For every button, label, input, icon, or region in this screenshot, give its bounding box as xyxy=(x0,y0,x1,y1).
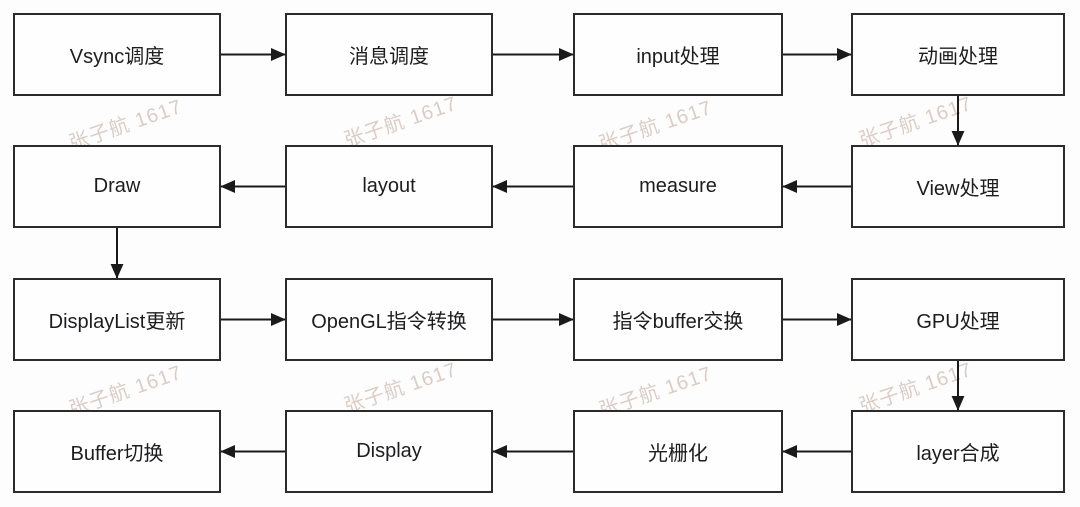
flow-node-display: Display xyxy=(285,410,493,493)
flow-node-cmdbuffer: 指令buffer交换 xyxy=(573,278,783,361)
flow-node-draw: Draw xyxy=(13,145,221,228)
flow-node-layout: layout xyxy=(285,145,493,228)
flow-node-raster: 光栅化 xyxy=(573,410,783,493)
flow-node-displaylist: DisplayList更新 xyxy=(13,278,221,361)
flow-node-input: input处理 xyxy=(573,13,783,96)
flow-node-vsync: Vsync调度 xyxy=(13,13,221,96)
flow-node-msg: 消息调度 xyxy=(285,13,493,96)
flow-node-anim: 动画处理 xyxy=(851,13,1065,96)
flow-node-gpu: GPU处理 xyxy=(851,278,1065,361)
flow-node-measure: measure xyxy=(573,145,783,228)
flow-node-layer: layer合成 xyxy=(851,410,1065,493)
flow-node-bufferswitch: Buffer切换 xyxy=(13,410,221,493)
flow-node-opengl: OpenGL指令转换 xyxy=(285,278,493,361)
flow-node-view: View处理 xyxy=(851,145,1065,228)
